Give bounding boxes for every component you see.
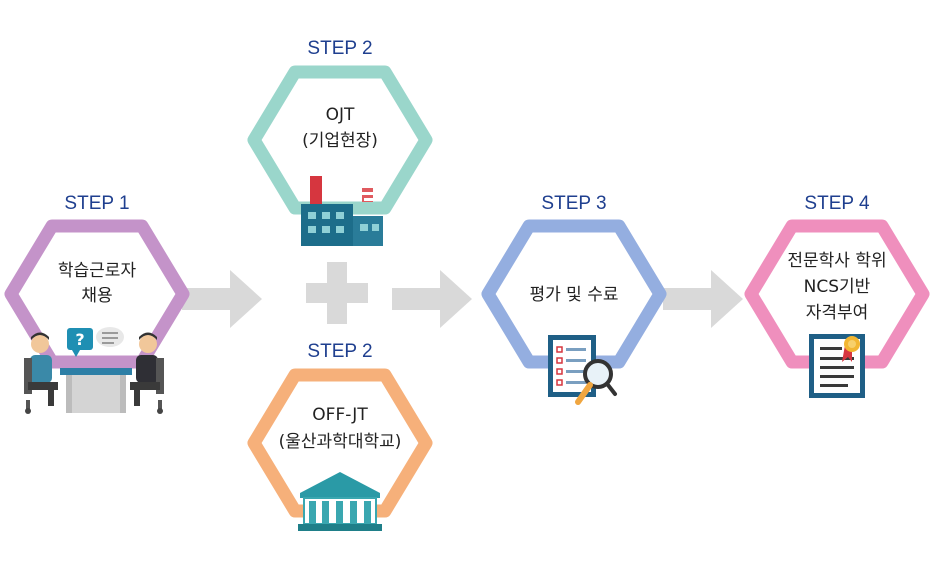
university-building-icon [298,472,382,531]
step2-ojt-line-1: OJT [326,105,355,125]
step1-block: STEP 1 학습근로자 채용 ? [4,193,190,414]
step1-line-1: 학습근로자 [58,261,137,281]
interview-icon: ? [24,327,164,414]
plus-icon [306,262,368,324]
step2-ojt-block: STEP 2 OJT (기업현장) [247,38,433,246]
step4-line-2: NCS기반 [804,277,871,297]
step2-ojt-hexagon [247,65,433,215]
step4-block: STEP 4 전문학사 학위 NCS기반 자격부여 [744,193,930,398]
step4-hexagon [744,219,930,369]
checklist-magnifier-icon [548,335,617,405]
step1-line-2: 채용 [81,286,112,306]
certificate-icon [809,334,865,398]
step4-line-3: 자격부여 [806,303,869,323]
step1-label: STEP 1 [64,193,129,214]
svg-text:?: ? [75,330,84,349]
step3-block: STEP 3 평가 및 수료 [481,193,667,405]
step3-hexagon [481,219,667,369]
factory-icon [301,176,383,246]
step3-label: STEP 3 [541,193,606,214]
step2-offjt-block: STEP 2 OFF-JT (울산과학대학교) [247,341,433,531]
step3-line-1: 평가 및 수료 [529,285,618,305]
step4-line-1: 전문학사 학위 [787,251,886,271]
step2-ojt-label: STEP 2 [307,38,372,59]
step2-offjt-line-1: OFF-JT [312,405,368,425]
arrow-step2-to-step3 [392,270,472,328]
step2-offjt-hexagon [247,368,433,518]
arrow-step3-to-step4 [663,270,743,328]
step2-ojt-line-2: (기업현장) [302,131,378,151]
arrow-step1-to-step2 [182,270,262,328]
step2-offjt-line-2: (울산과학대학교) [279,432,402,452]
step4-label: STEP 4 [804,193,870,214]
step2-offjt-label: STEP 2 [307,341,372,362]
